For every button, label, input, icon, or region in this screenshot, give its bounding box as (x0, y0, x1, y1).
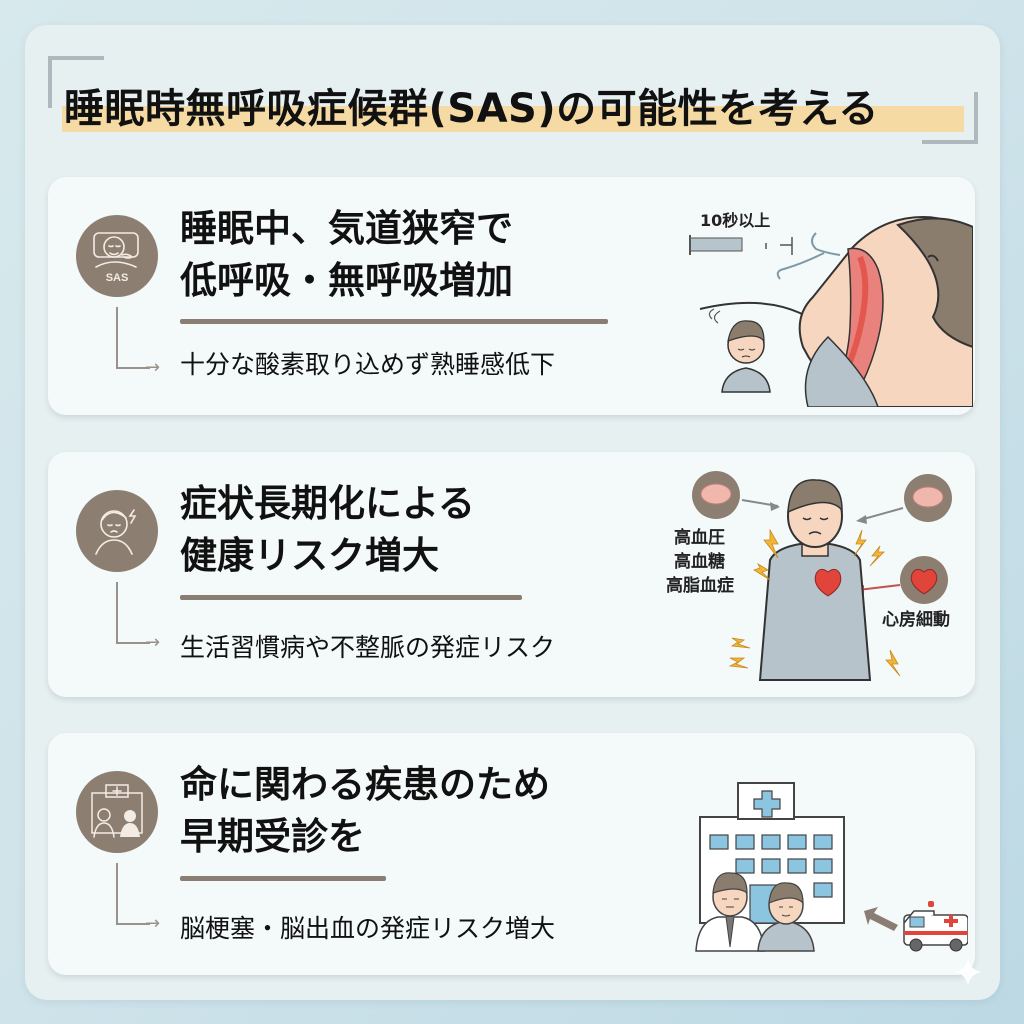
heading-line-2: 健康リスク増大 (180, 534, 439, 577)
corner-bracket-bottom-right (922, 92, 978, 144)
card-early-consultation: → 命に関わる疾患のため 早期受診を 脳梗塞・脳出血の発症リスク増大 (48, 733, 975, 975)
page-title: 睡眠時無呼吸症候群(SAS)の可能性を考える (64, 86, 879, 132)
title-block: 睡眠時無呼吸症候群(SAS)の可能性を考える (48, 56, 978, 144)
arrow-right-icon: → (145, 357, 161, 378)
card-heading: 症状長期化による 健康リスク増大 (180, 478, 475, 582)
heading-line-2: 早期受診を (180, 815, 365, 858)
hospital-ambulance-illustration (678, 773, 969, 953)
title-highlight (62, 106, 964, 132)
risk-label: 高脂血症 (666, 576, 734, 596)
card-subtext: 脳梗塞・脳出血の発症リスク増大 (180, 914, 556, 943)
risk-label-atrial-fibrillation: 心房細動 (882, 610, 950, 630)
card-airway-narrowing: SAS → 睡眠中、気道狭窄で 低呼吸・無呼吸増加 十分な酸素取り込めず熟睡感低… (48, 177, 975, 415)
airway-obstruction-illustration: 10秒以上 (688, 187, 974, 408)
heading-line-2: 低呼吸・無呼吸増加 (180, 259, 513, 302)
sparkle-icon (954, 958, 982, 986)
heading-underline (180, 319, 608, 324)
card-heading: 命に関わる疾患のため 早期受診を (180, 759, 550, 863)
tired-person-icon (76, 490, 158, 572)
heading-line-1: 睡眠中、気道狭窄で (180, 207, 513, 250)
risk-label: 高血糖 (674, 552, 725, 572)
health-risk-illustration: 高血圧 高血糖 高脂血症 心房細動 (660, 460, 970, 690)
heading-line-1: 症状長期化による (180, 482, 475, 525)
corner-bracket-top-left (48, 56, 104, 108)
arrow-right-icon: → (145, 632, 161, 653)
card-subtext: 生活習慣病や不整脈の発症リスク (180, 633, 556, 662)
connector-line (116, 307, 150, 369)
arrow-right-icon: → (145, 913, 161, 934)
card-health-risk: → 症状長期化による 健康リスク増大 生活習慣病や不整脈の発症リスク (48, 452, 975, 697)
hospital-consultation-icon (76, 771, 158, 853)
card-heading: 睡眠中、気道狭窄で 低呼吸・無呼吸増加 (180, 203, 513, 307)
svg-text:SAS: SAS (106, 272, 129, 284)
heading-underline (180, 876, 386, 881)
sleeping-person-icon: SAS (76, 215, 158, 297)
card-subtext: 十分な酸素取り込めず熟睡感低下 (180, 350, 556, 379)
connector-line (116, 582, 150, 644)
heading-line-1: 命に関わる疾患のため (180, 763, 550, 806)
risk-label: 高血圧 (674, 528, 725, 548)
heading-underline (180, 595, 522, 600)
timer-label: 10秒以上 (700, 211, 771, 230)
connector-line (116, 863, 150, 925)
